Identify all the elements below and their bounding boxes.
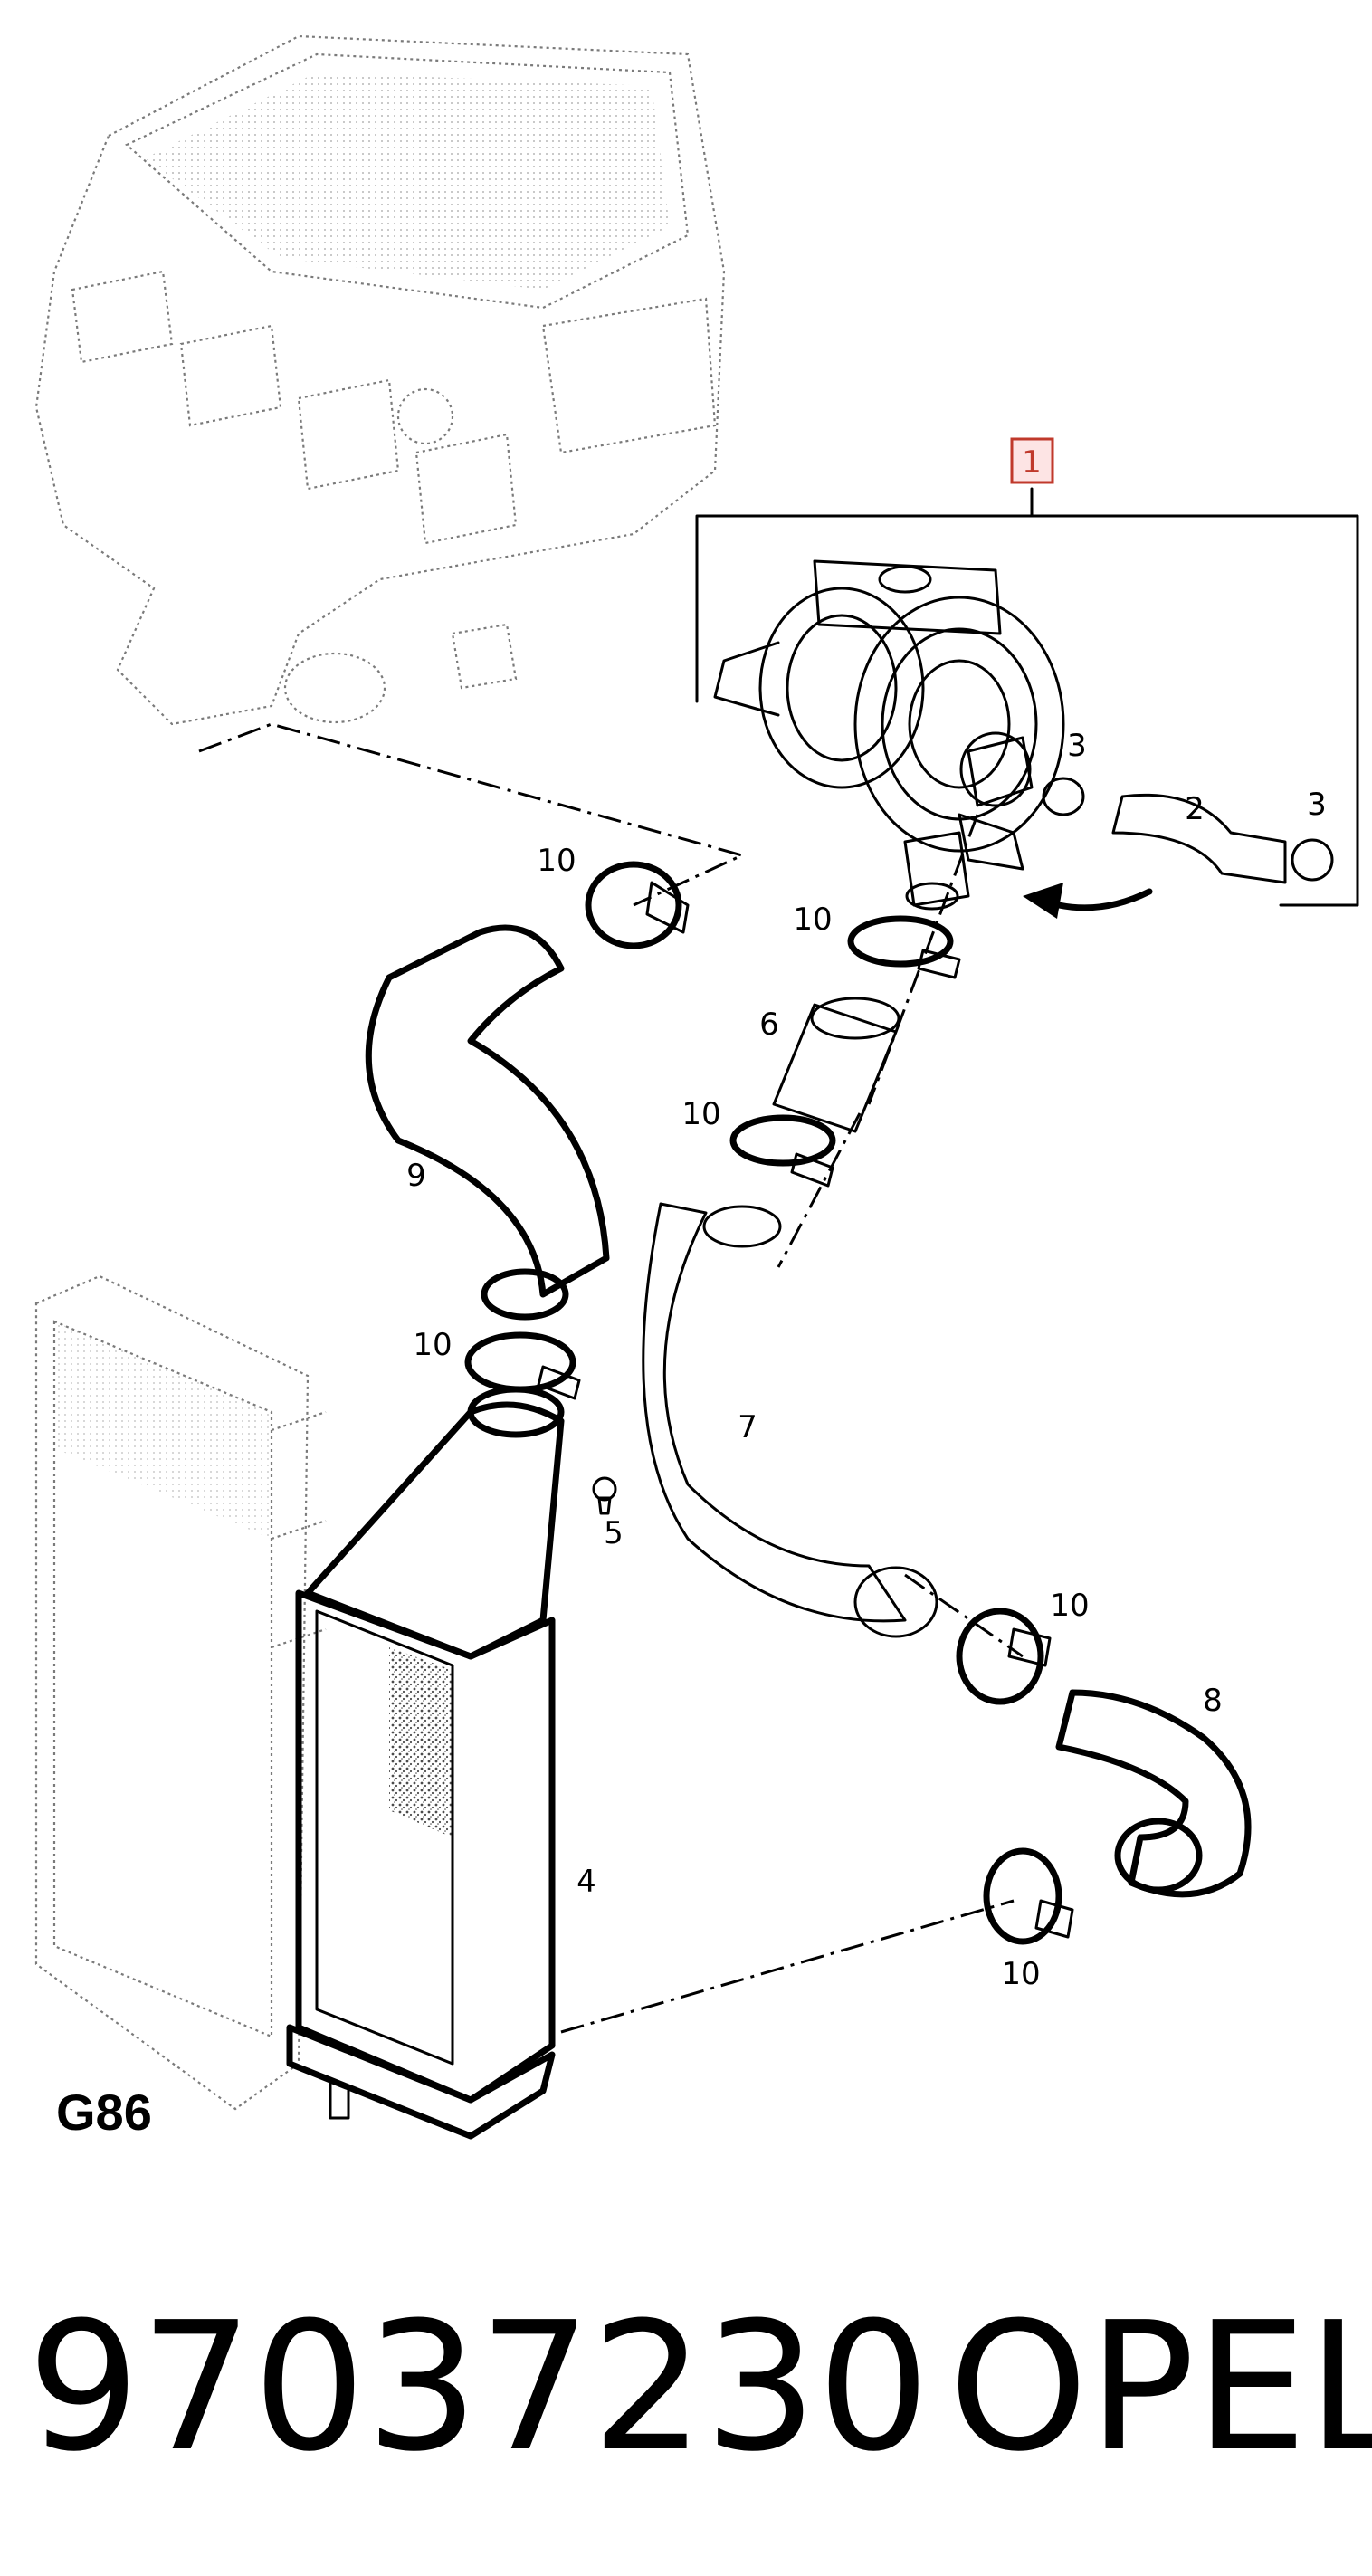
upper-hose: [365, 924, 610, 1321]
turbocharger: [713, 559, 1153, 919]
callout-7: 7: [738, 1409, 757, 1445]
intercooler: [286, 1386, 565, 2140]
callout-4: 4: [576, 1864, 596, 1900]
callout-10-pipe: 10: [1050, 1588, 1089, 1624]
assembly-callout-box: [1010, 437, 1054, 484]
callout-9: 9: [406, 1158, 426, 1194]
callout-2: 2: [1185, 791, 1205, 827]
bolt: [592, 1476, 617, 1515]
sleeve: [772, 997, 900, 1133]
callout-10-bottom: 10: [1001, 1956, 1040, 1992]
callout-3a: 3: [1067, 728, 1087, 764]
callout-10-top: 10: [537, 843, 576, 879]
callout-10-mid1: 10: [793, 902, 832, 938]
callout-10-mid2: 10: [681, 1096, 720, 1132]
clamps: [464, 861, 1074, 1945]
callout-10-cooler: 10: [413, 1327, 452, 1363]
small-hose: [1042, 777, 1334, 884]
intake-pipe: [642, 1202, 938, 1638]
callout-labels: 1 2 3 3 10 10 6 10 9 10 7 5 10 8 4 10: [406, 437, 1327, 1992]
group-code: G86: [56, 2084, 152, 2141]
callout-8: 8: [1203, 1683, 1223, 1719]
part-number: 97037230: [27, 2285, 930, 2491]
brand-name: OPEL: [948, 2285, 1372, 2491]
engine-block-outline: [34, 34, 726, 726]
callout-6: 6: [759, 1007, 779, 1043]
callout-1: 1: [1022, 444, 1042, 481]
assembly-bracket: [695, 487, 1359, 907]
lower-hose: [1055, 1689, 1252, 1898]
callout-5: 5: [604, 1515, 624, 1551]
callout-3b: 3: [1307, 787, 1327, 823]
radiator-outline: [34, 1274, 327, 2111]
